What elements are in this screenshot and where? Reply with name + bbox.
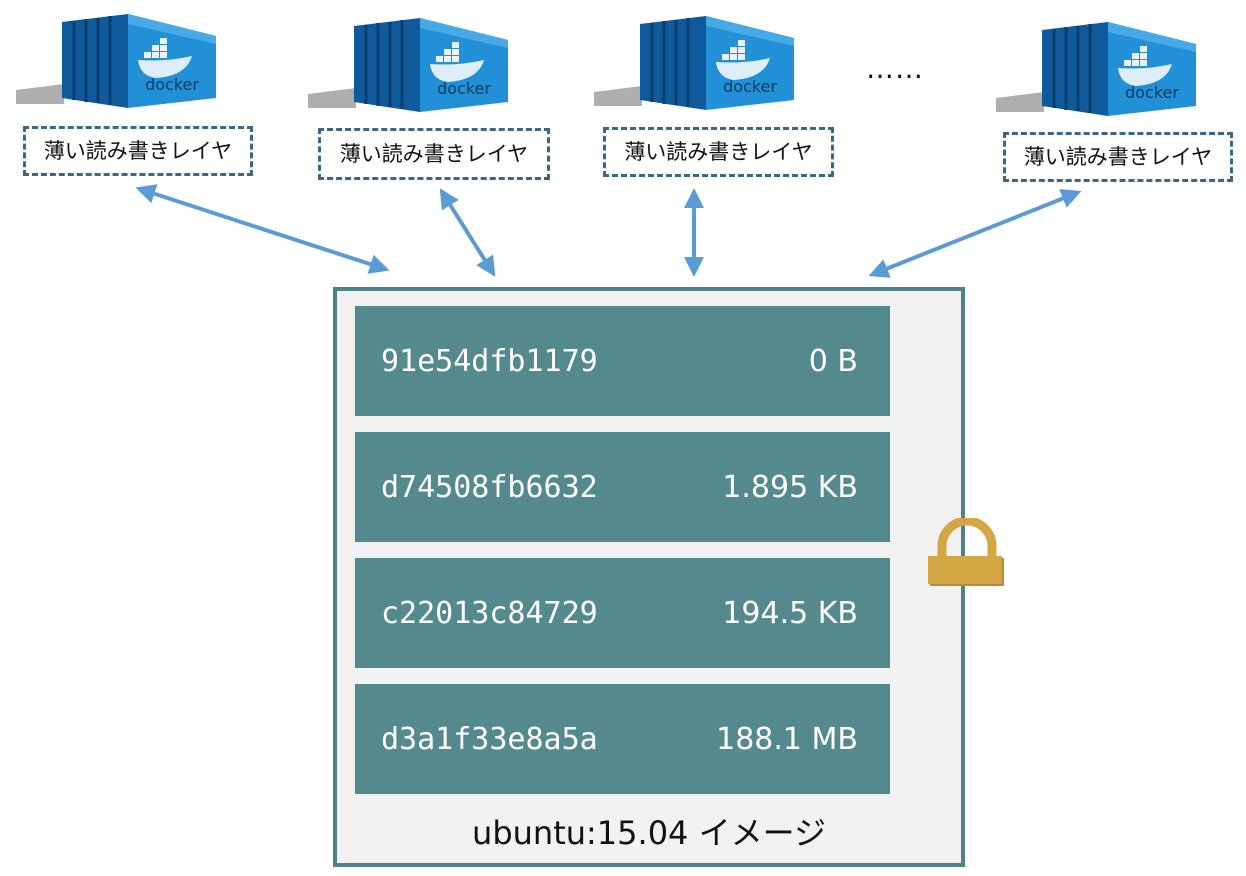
rw-layer-label-3: 薄い読み書きレイヤ <box>603 127 834 177</box>
docker-logo-text: docker <box>723 77 777 96</box>
image-layer: c22013c84729 194.5 KB <box>355 558 890 668</box>
layer-size: 194.5 KB <box>722 595 858 631</box>
more-containers-ellipsis: …… <box>866 52 924 85</box>
docker-logo-text: docker <box>437 79 491 98</box>
docker-container-icon: docker <box>308 18 508 112</box>
docker-container-icon: docker <box>996 22 1196 116</box>
layer-id: d3a1f33e8a5a <box>381 721 598 757</box>
arrow-4 <box>868 189 1082 278</box>
docker-logo-text: docker <box>1125 83 1179 102</box>
lock-icon <box>928 518 1004 586</box>
layer-size: 1.895 KB <box>722 469 858 505</box>
arrow-2 <box>439 188 496 277</box>
image-caption: ubuntu:15.04 イメージ <box>472 814 826 852</box>
image-layer: 91e54dfb1179 0 B <box>355 306 890 416</box>
arrow-1 <box>135 184 390 274</box>
docker-container-icon: docker <box>16 14 216 108</box>
layer-size: 188.1 MB <box>716 721 858 757</box>
image-layer: d3a1f33e8a5a 188.1 MB <box>355 684 890 794</box>
layer-size: 0 B <box>808 343 858 379</box>
rw-layer-label-1: 薄い読み書きレイヤ <box>23 126 253 176</box>
layer-id: c22013c84729 <box>381 595 598 631</box>
layer-id: d74508fb6632 <box>381 469 598 505</box>
docker-logo-text: docker <box>145 75 199 94</box>
image-layer: d74508fb6632 1.895 KB <box>355 432 890 542</box>
rw-layer-label-2: 薄い読み書きレイヤ <box>318 128 550 180</box>
layer-id: 91e54dfb1179 <box>381 343 598 379</box>
rw-layer-label-4: 薄い読み書きレイヤ <box>1003 132 1233 182</box>
docker-container-icon: docker <box>594 16 794 110</box>
